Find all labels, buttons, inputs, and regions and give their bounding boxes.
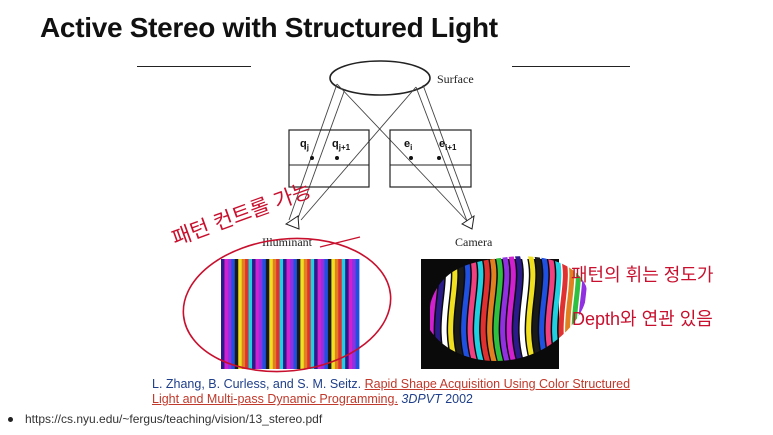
stripe	[245, 259, 249, 369]
bullet-icon	[8, 417, 13, 423]
stripe	[317, 259, 322, 369]
stripe	[334, 259, 339, 369]
surface-ellipse	[329, 60, 431, 96]
stripe	[286, 259, 291, 369]
color-stripe-pattern	[221, 259, 360, 369]
stripe	[348, 259, 353, 369]
camera-image-plane	[389, 129, 472, 188]
projector-image-plane	[288, 129, 370, 188]
stripe	[272, 259, 277, 369]
stripe	[310, 259, 315, 369]
label-ei: ei	[404, 138, 412, 152]
slide-title: Active Stereo with Structured Light	[40, 12, 498, 43]
title-rule-right	[512, 66, 630, 67]
point-qj	[310, 156, 314, 160]
stripe	[338, 259, 343, 369]
scan-band	[487, 256, 500, 362]
stripe	[269, 259, 274, 369]
stripe	[300, 259, 305, 369]
stripe	[283, 259, 287, 369]
citation-year: 2002	[445, 392, 474, 406]
stripe	[227, 259, 232, 369]
stripe	[352, 259, 356, 369]
title-rule-left	[137, 66, 251, 67]
source-line: https://cs.nyu.edu/~fergus/teaching/visi…	[8, 412, 322, 426]
scan-band	[493, 256, 507, 362]
stripe	[265, 259, 270, 369]
camera-icon	[461, 214, 475, 230]
stripe	[307, 259, 312, 369]
scan-band	[500, 256, 513, 362]
stripe	[331, 259, 336, 369]
scan-band	[474, 256, 487, 362]
stripe	[293, 259, 298, 369]
stripe	[262, 259, 267, 369]
handwritten-note-right-1: 패턴의 휘는 정도가	[571, 265, 713, 285]
citation: L. Zhang, B. Curless, and S. M. Seitz. R…	[152, 377, 632, 407]
point-qj1	[335, 156, 339, 160]
stripe	[279, 259, 284, 369]
stripe	[221, 259, 225, 369]
scan-band	[480, 256, 494, 362]
stripe	[241, 259, 246, 369]
scan-band	[513, 256, 526, 362]
handwritten-circle	[182, 237, 392, 373]
stripe	[238, 259, 243, 369]
point-ei1	[437, 156, 441, 160]
stripe	[224, 259, 229, 369]
surface-label: Surface	[437, 72, 474, 86]
stripe	[341, 259, 346, 369]
stripe	[296, 259, 301, 369]
stripe	[321, 259, 325, 369]
stripe	[258, 259, 263, 369]
light-rays	[288, 83, 474, 222]
source-url[interactable]: https://cs.nyu.edu/~fergus/teaching/visi…	[25, 412, 323, 426]
stripe	[327, 259, 332, 369]
stripe	[314, 259, 318, 369]
stripe	[290, 259, 294, 369]
illuminant-icon	[284, 215, 300, 230]
camera-label: Camera	[455, 235, 493, 249]
stripe	[303, 259, 308, 369]
stripe	[355, 259, 360, 369]
citation-authors: L. Zhang, B. Curless, and S. M. Seitz.	[152, 377, 362, 391]
citation-paper-link[interactable]: Rapid Shape Acquisition Using Color Stru…	[152, 377, 631, 406]
stripe	[276, 259, 281, 369]
point-ei	[409, 156, 413, 160]
handwritten-note-right-2: Depth와 연관 있음	[572, 309, 713, 329]
stripe	[324, 259, 329, 369]
stripe	[252, 259, 256, 369]
stripe	[234, 259, 239, 369]
scan-band	[506, 256, 520, 362]
label-qj: qj	[300, 138, 309, 152]
stripe	[255, 259, 260, 369]
label-qj1: qj+1	[332, 138, 351, 152]
stripe	[345, 259, 350, 369]
stripe	[231, 259, 236, 369]
label-ei1: ei+1	[439, 138, 457, 152]
scan-band	[519, 256, 533, 362]
handwritten-arrow	[319, 236, 361, 248]
stripe	[248, 259, 253, 369]
citation-venue: 3DPVT	[401, 392, 442, 406]
illuminant-label: Illuminant	[262, 235, 313, 249]
